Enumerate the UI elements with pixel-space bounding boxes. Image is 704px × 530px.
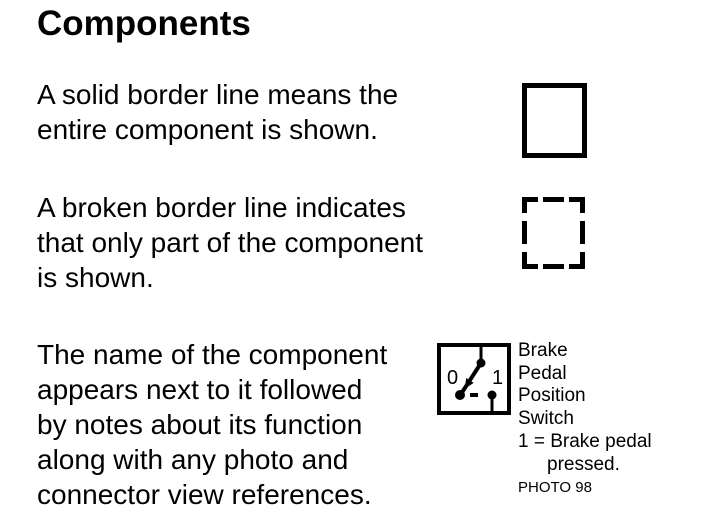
component-note-block: Brake Pedal Position Switch 1 = Brake pe… [518,340,652,498]
solid-border-description: A solid border line means the entire com… [37,79,399,145]
switch-position-1-label: 1 [492,367,503,389]
broken-border-description: A broken border line indicates that only… [37,192,424,293]
component-name-description: The name of the component appears next t… [37,339,388,510]
page-title: Components [37,4,251,43]
component-note-line: Switch [518,408,574,430]
photo-reference: PHOTO 98 [518,479,592,497]
switch-position-0-label: 0 [447,367,458,389]
solid-border-symbol [522,83,587,158]
component-note-line: Position [518,385,586,407]
component-note-line: pressed. [547,453,620,475]
component-note-line: 1 = Brake pedal [518,430,652,452]
component-note-line: Brake [518,340,568,361]
dashed-border-symbol [522,197,585,269]
component-note-line: Pedal [518,362,567,384]
brake-pedal-switch-symbol-icon: 0 1 [437,343,511,415]
